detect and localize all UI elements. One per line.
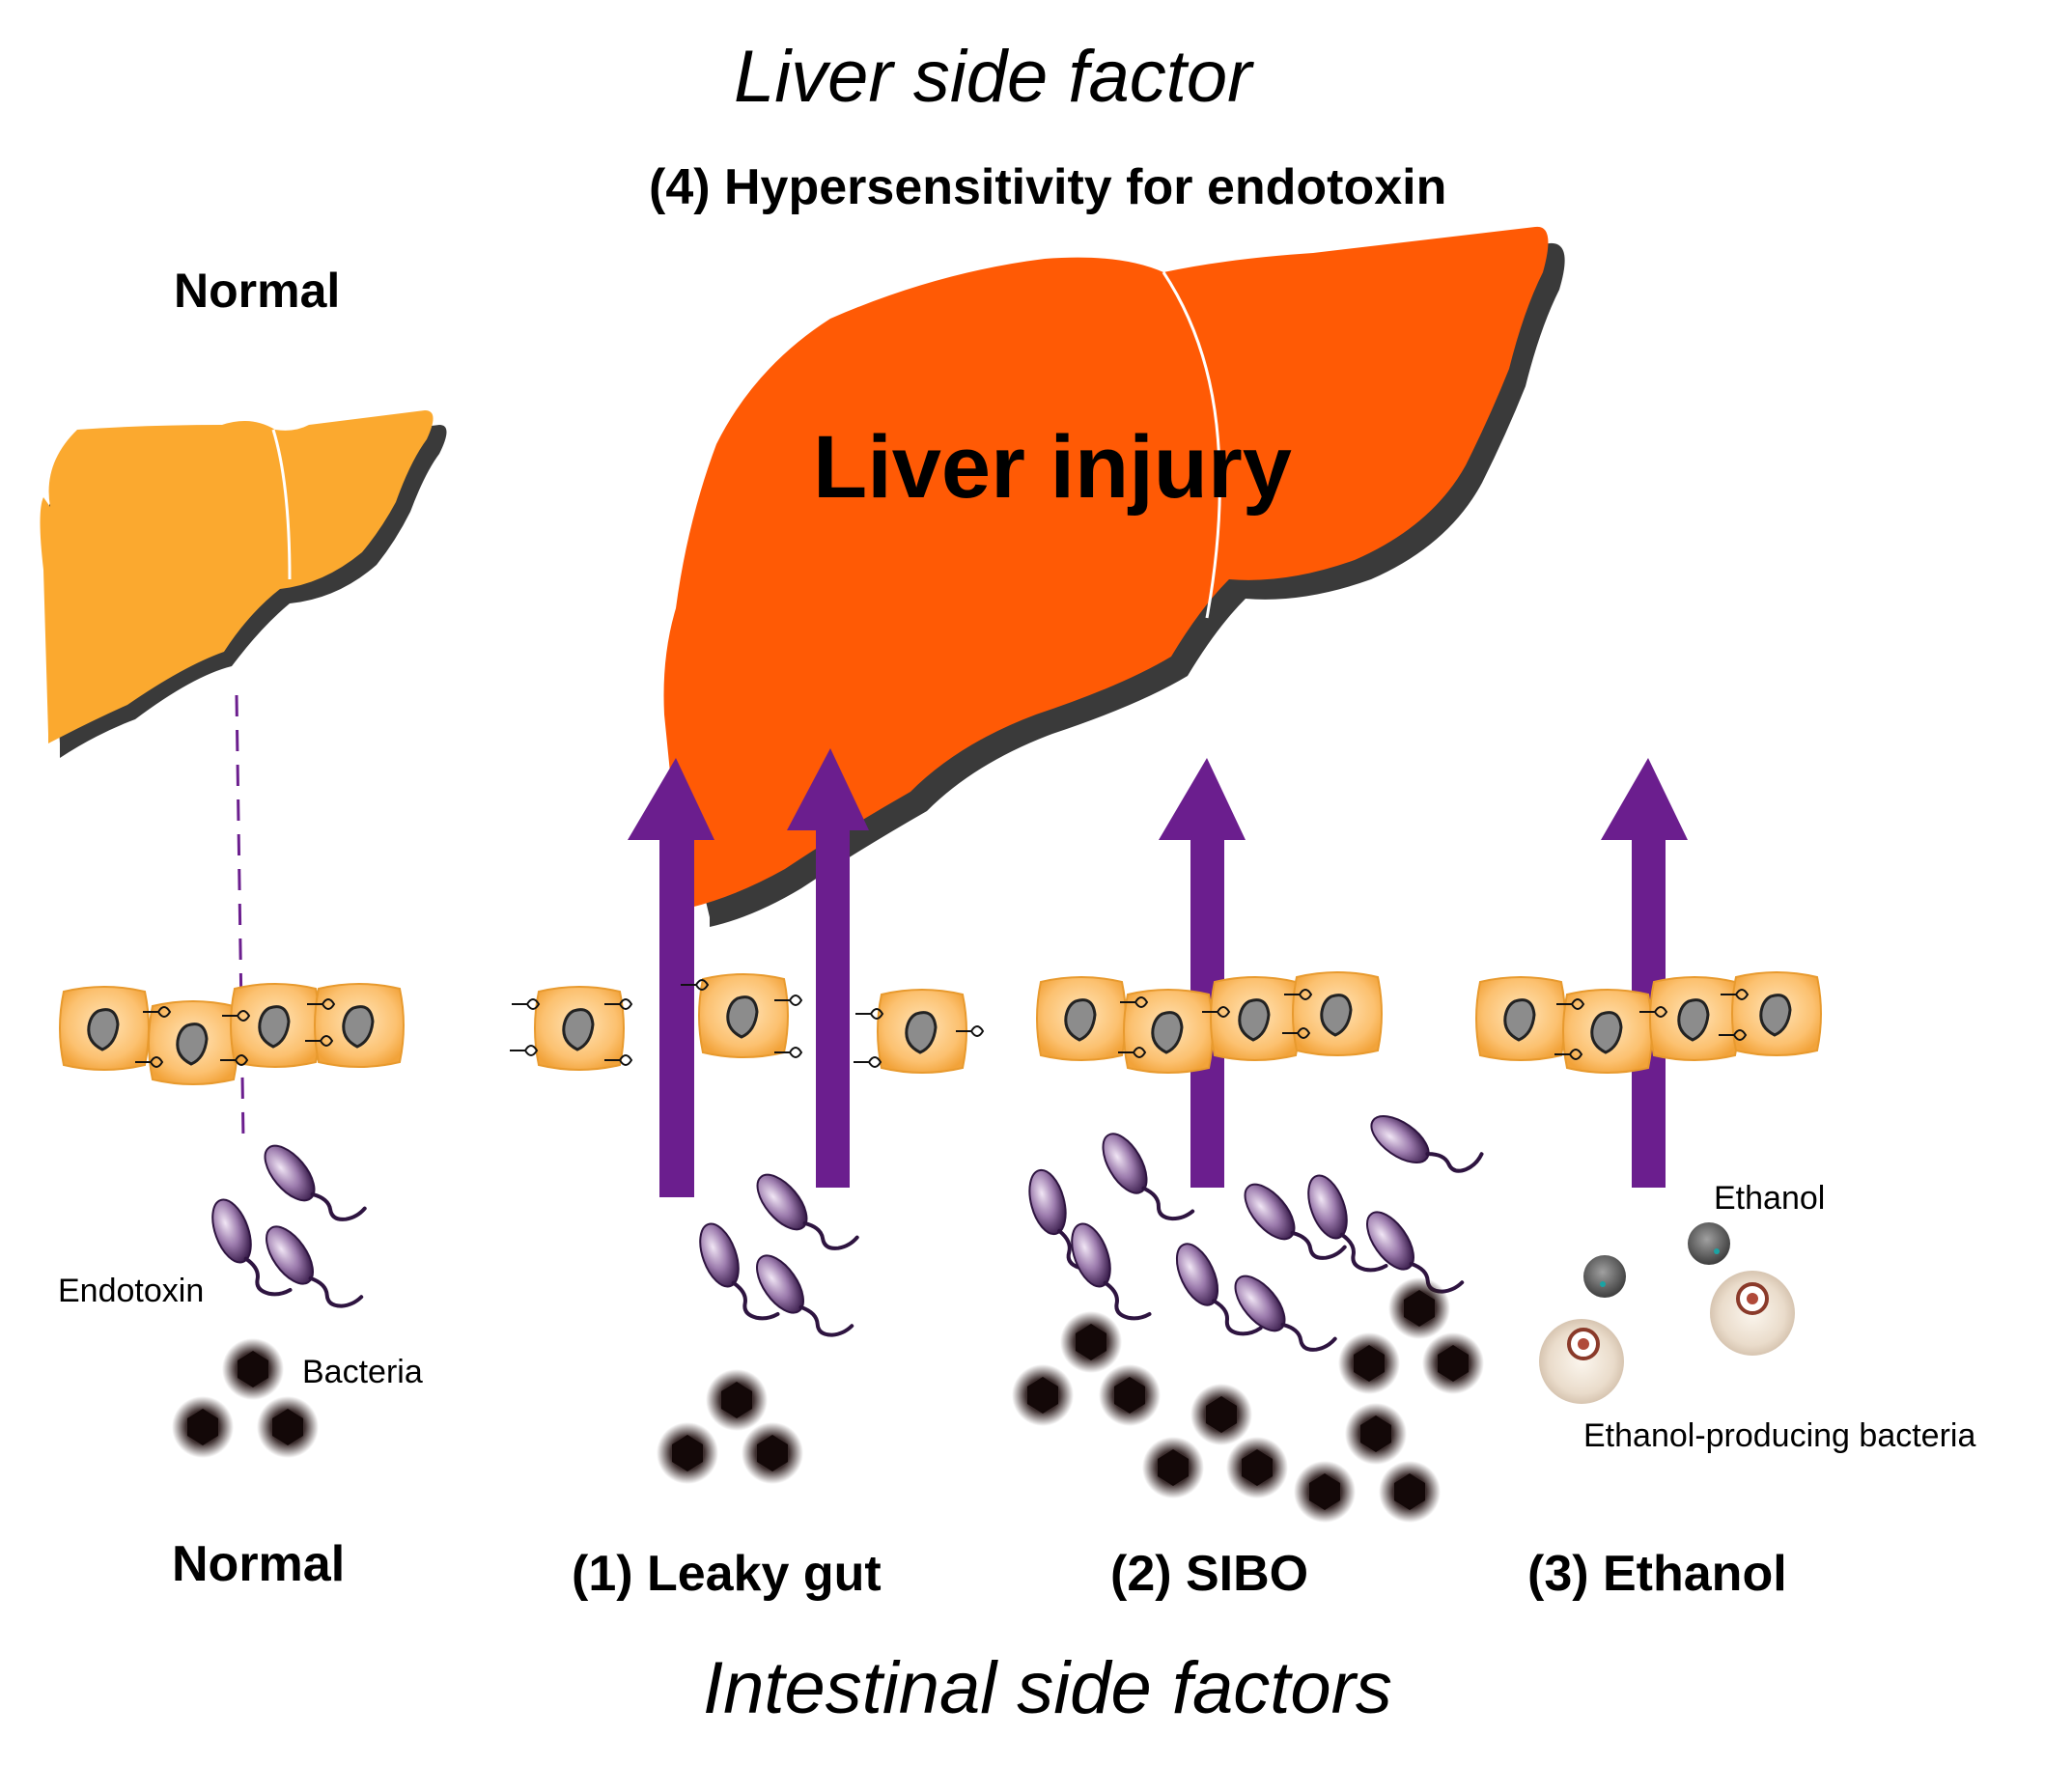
label-endotoxin: Endotoxin [58,1273,205,1309]
arrow-ethanol [1601,758,1688,1188]
arrow-leaky-2 [787,748,869,1188]
title-liver-side-factor: Liver side factor [734,36,1252,118]
title-intestinal-side-factors: Intestinal side factors [703,1647,1392,1729]
bacteria-leaky [657,1369,803,1484]
label-ethanol-producing-bacteria: Ethanol-producing bacteria [1583,1417,1976,1454]
condition-label-sibo: (2) SIBO [1110,1546,1309,1602]
ethanol-molecules [1583,1222,1730,1298]
label-liver-injury: Liver injury [813,418,1292,517]
cell-row-leaky [509,972,984,1075]
condition-label-ethanol: (3) Ethanol [1527,1546,1787,1602]
arrow-sibo [1159,758,1246,1188]
injured-liver [663,226,1565,927]
normal-dashed-line [235,694,245,1140]
condition-label-leaky-gut: (1) Leaky gut [572,1546,882,1602]
cell-row-normal [58,982,406,1086]
label-ethanol: Ethanol [1714,1180,1826,1217]
label-hypersensitivity: (4) Hypersensitivity for endotoxin [649,159,1447,215]
arrow-leaky-1 [628,758,714,1197]
label-bacteria: Bacteria [302,1354,423,1390]
bacteria-normal [172,1338,319,1458]
endotoxins-normal [203,1123,368,1330]
label-normal-liver: Normal [174,264,341,318]
ethanol-producing-bacteria [1539,1271,1795,1404]
normal-liver [40,410,447,758]
condition-label-normal: Normal [172,1536,346,1592]
